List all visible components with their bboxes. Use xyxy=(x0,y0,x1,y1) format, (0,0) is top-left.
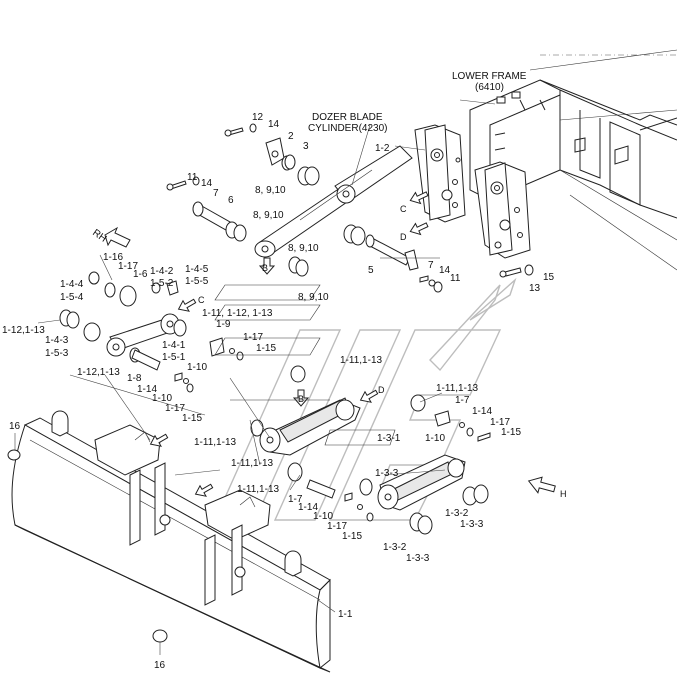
callout: 1-11,1-13 xyxy=(237,484,280,495)
callout: 1-12,1-13 xyxy=(2,325,45,336)
callout: 1-8 xyxy=(127,373,142,384)
callout: 14 xyxy=(268,119,280,130)
arrow-letter-d1: D xyxy=(400,232,407,242)
callout: 1-12,1-13 xyxy=(77,367,120,378)
callout: 8, 9,10 xyxy=(298,292,329,303)
callout: 16 xyxy=(9,421,21,432)
callout: 1-7 xyxy=(288,494,303,505)
arrow-letter-d2: D xyxy=(378,385,385,395)
arrow-letter-h: H xyxy=(560,489,567,499)
callout: 8, 9,10 xyxy=(255,185,286,196)
callout: 6 xyxy=(228,195,234,206)
callout: 1-11,1-13 xyxy=(231,458,274,469)
callout: 1-6 xyxy=(133,269,148,280)
callout: 1-3-3 xyxy=(406,553,430,564)
callout: 7 xyxy=(428,260,434,271)
callout: 1-7 xyxy=(455,395,470,406)
lower-frame-code: (6410) xyxy=(475,82,504,93)
lower-frame-label: LOWER FRAME xyxy=(452,71,527,82)
callout: 1-16 xyxy=(103,252,123,263)
callout: 1-15 xyxy=(342,531,362,542)
callout: 1-17 xyxy=(327,521,347,532)
callout: 11 xyxy=(450,273,461,284)
rh-label: RH xyxy=(90,227,108,244)
callout: 1-11,1-13 xyxy=(340,355,383,366)
callout: 1-3-2 xyxy=(445,508,469,519)
callout: 1-17 xyxy=(243,332,263,343)
callout: 1-5-2 xyxy=(150,278,174,289)
left-link-assembly xyxy=(59,271,244,393)
arrow-letter-c2: C xyxy=(198,295,205,305)
callout: 1-10 xyxy=(152,393,172,404)
callout: 1-17 xyxy=(165,403,185,414)
callout: 1-17 xyxy=(118,261,138,272)
direction-arrows xyxy=(104,191,556,497)
callout: 1-10 xyxy=(187,362,207,373)
callout: 1-4-5 xyxy=(185,264,209,275)
callout: 1-5-1 xyxy=(162,352,186,363)
callout: 1-10 xyxy=(313,511,333,522)
callout: 1-11,1-13 xyxy=(436,383,479,394)
callout: 1-4-1 xyxy=(162,340,186,351)
arrow-letter-b2: B xyxy=(298,394,304,404)
reference-frames xyxy=(214,257,440,446)
callout: 16 xyxy=(154,660,166,671)
callout: 8, 9,10 xyxy=(288,243,319,254)
callout: 1-5-4 xyxy=(60,292,84,303)
callout: 1-14 xyxy=(298,502,318,513)
callout: 1-4-2 xyxy=(150,266,174,277)
callout: 1-11, 1-12, 1-13 xyxy=(202,308,273,319)
callout: 1-9 xyxy=(216,319,231,330)
callout-labels: LOWER FRAME (6410) DOZER BLADE CYLINDER(… xyxy=(2,71,567,671)
callout: 3 xyxy=(303,141,309,152)
dozer-cylinder-code: CYLINDER(4230) xyxy=(308,123,387,134)
callout: 1-17 xyxy=(490,417,510,428)
callout: 1-5-3 xyxy=(45,348,69,359)
callout: 1-3-3 xyxy=(375,468,399,479)
callout: 1-5-5 xyxy=(185,276,209,287)
callout: 8, 9,10 xyxy=(253,210,284,221)
callout: 1-4-4 xyxy=(60,279,84,290)
callout: 1-14 xyxy=(137,384,157,395)
callout: 14 xyxy=(201,178,213,189)
callout: 15 xyxy=(543,272,555,283)
dozer-blade xyxy=(7,410,331,673)
callout: 2 xyxy=(288,131,294,142)
callout: 1-3-2 xyxy=(383,542,407,553)
callout: 7 xyxy=(213,188,219,199)
callout: 11 xyxy=(187,172,198,183)
callout: 1-3-1 xyxy=(377,433,401,444)
callout: 1-4-3 xyxy=(45,335,69,346)
callout: 5 xyxy=(368,265,374,276)
callout: 1-14 xyxy=(472,406,492,417)
mounting-bracket-left xyxy=(414,124,466,223)
upper-hardware xyxy=(166,123,366,277)
dozer-blade-cylinder xyxy=(254,145,413,258)
callout: 1-15 xyxy=(182,413,202,424)
mounting-bracket-right xyxy=(474,161,531,259)
callout: 1-1 xyxy=(338,609,353,620)
callout: 1-15 xyxy=(501,427,521,438)
leader-lines xyxy=(14,99,496,655)
dozer-cylinder-label: DOZER BLADE xyxy=(312,112,383,123)
arrow-letter-b1: B xyxy=(262,263,268,273)
callout: 1-2 xyxy=(375,143,390,154)
callout: 12 xyxy=(252,112,264,123)
callout: 1-3-3 xyxy=(460,519,484,530)
callout: 1-11,1-13 xyxy=(194,437,237,448)
callout: 13 xyxy=(529,283,541,294)
lower-frame xyxy=(469,49,677,271)
callout: 1-10 xyxy=(425,433,445,444)
lower-link-arm xyxy=(287,454,489,535)
callout: 1-15 xyxy=(256,343,276,354)
center-lever xyxy=(250,365,491,456)
arrow-letter-c1: C xyxy=(400,204,407,214)
callout: 14 xyxy=(439,265,451,276)
